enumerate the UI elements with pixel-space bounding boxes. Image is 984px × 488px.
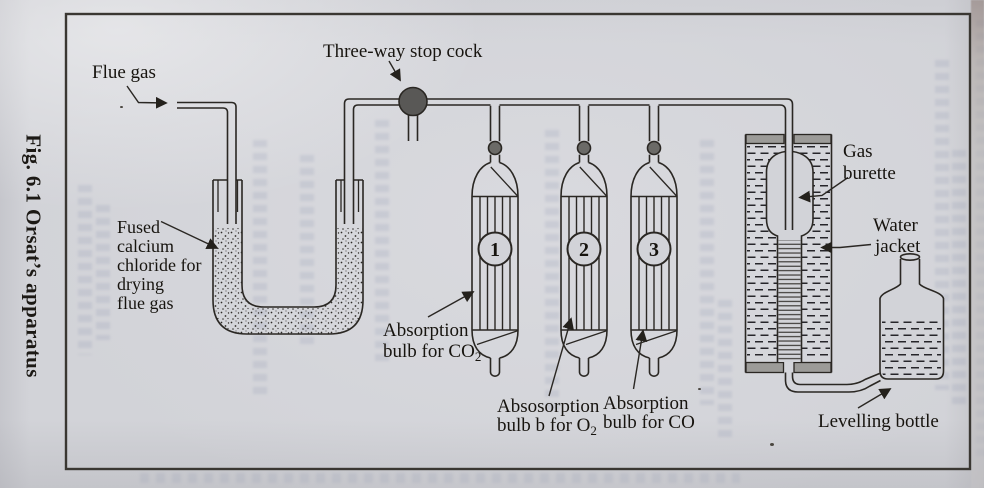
bulb-branch-tubes [489,105,660,142]
absorption-bulb-1 [471,140,519,377]
drying-tube-arrow [160,220,219,250]
burette-arrow [798,176,849,203]
scan-speck [698,388,701,390]
gas-burette [765,144,814,362]
bottle-arrow [857,388,892,409]
label-flue-gas: Flue gas [92,62,156,83]
svg-text:bulb for CO: bulb for CO [603,412,695,433]
bottle-water [882,319,941,377]
svg-text:Absosorption: Absosorption [497,396,600,417]
absorption-bulb-3 [630,140,678,377]
scan-speck [770,443,774,446]
bulb-stopcock [487,140,503,156]
riser-tube [352,104,400,224]
burette-graduations [778,240,801,361]
label-levelling-bottle: Levelling bottle [818,411,939,432]
svg-text:chloride for: chloride for [117,255,201,275]
scan-speck [120,106,123,108]
co2-bulb-arrow [427,291,475,318]
svg-text:burette: burette [843,163,896,184]
flue-gas-inlet-tube [177,101,237,224]
label-co-bulb: Absorption bulb for CO [603,393,695,433]
manifold-tube [426,98,794,230]
bulb-number-3: 3 [649,239,659,261]
co-bulb-arrow [632,329,648,390]
label-water-jacket: Water jacket [873,215,921,257]
bottle-mouth [899,253,921,262]
drying-u-tube [212,179,364,335]
flue-gas-arrow [126,85,168,109]
bulb-number-badge [566,231,602,267]
svg-text:drying: drying [117,274,164,294]
u-tube-inner [241,180,337,308]
svg-text:Fused: Fused [117,217,160,237]
label-o2-bulb: Absosorption bulb b for O2 [497,396,600,438]
label-co2-bulb: Absorption bulb for CO2 [383,320,481,364]
svg-text:Gas: Gas [843,141,873,162]
figure-frame [64,12,972,471]
levelling-bottle [879,253,945,380]
stopcock-body [398,86,428,117]
jacket-bottom-bung [793,361,832,374]
bottle-outline [879,259,945,380]
jacket-bottom-bung [745,361,785,374]
bulb-stopcock [646,140,662,156]
stopcock-arrow [388,60,401,82]
stopcock-vent [407,114,419,141]
burette-left-wall [765,150,786,362]
jacket-top-bung [793,133,832,145]
jacket-arrow [820,241,872,254]
label-gas-burette: Gas burette [843,141,896,184]
u-tube-sockets [217,180,360,212]
bulb-stopcock [576,140,592,156]
connecting-tube [791,372,880,386]
jacket-top-bung [745,133,785,145]
connecting-tube [784,372,881,393]
three-way-stopcock [398,86,428,141]
jacket-walls [744,134,833,373]
svg-text:flue gas: flue gas [117,293,173,313]
bulb-number-1: 1 [490,239,500,261]
o2-bulb-arrow [548,317,574,397]
page-edge-shadow [971,0,984,488]
svg-text:Absorption: Absorption [383,320,469,341]
bulb-number-badge [477,231,513,267]
svg-text:Water: Water [873,215,919,236]
riser-tube [343,98,400,224]
bulb-number-badge [636,231,672,267]
leader-arrows [126,60,892,409]
svg-text:bulb b for O2: bulb b for O2 [497,415,597,438]
burette-right-wall [792,150,814,362]
svg-text:calcium: calcium [117,236,174,256]
svg-text:jacket: jacket [874,236,921,257]
label-drying-tube: Fused calcium chloride for drying flue g… [117,217,201,313]
label-stop-cock: Three-way stop cock [323,41,483,62]
svg-text:Absorption: Absorption [603,393,689,414]
bulb-number-2: 2 [579,239,589,261]
calcium-chloride-fill [213,228,363,334]
absorption-bulb-2 [560,140,608,377]
svg-text:bulb for CO2: bulb for CO2 [383,341,481,364]
